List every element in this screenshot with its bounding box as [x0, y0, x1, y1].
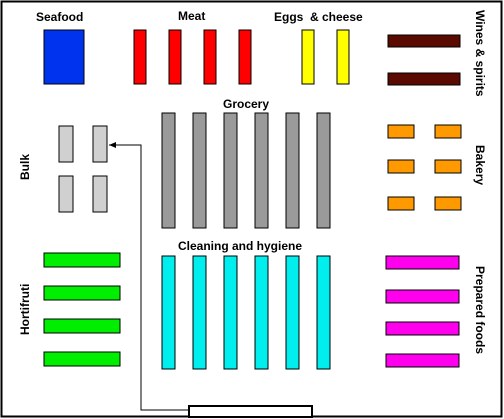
section-grocery: Grocery	[161, 97, 331, 229]
cleaning-shelf	[161, 255, 176, 370]
bulk-shelf	[58, 125, 74, 163]
grocery-shelf	[316, 112, 331, 229]
hortifruti-shelf	[43, 318, 121, 334]
section-prepared-foods: Prepared foods	[385, 255, 487, 368]
prepared-foods-shelf	[385, 255, 460, 270]
bakery-shelf	[387, 196, 415, 211]
wines-spirits-label: Wines & spirits	[473, 10, 487, 97]
hortifruti-label: Hortifruti	[18, 284, 32, 335]
section-seafood: Seafood	[36, 10, 85, 85]
cleaning-shelf	[254, 255, 269, 370]
bakery-shelf	[434, 159, 462, 174]
cleaning-shelf	[223, 255, 238, 370]
eggs-cheese-shelf	[301, 29, 315, 85]
section-bakery: Bakery	[387, 124, 487, 211]
section-meat: Meat	[133, 9, 252, 85]
bulk-shelf	[92, 175, 108, 213]
section-hortifruti: Hortifruti	[18, 252, 121, 367]
grocery-shelf	[254, 112, 269, 229]
section-eggs-cheese: Eggs & cheese	[274, 10, 363, 85]
seafood-shelf	[43, 29, 85, 85]
bulk-label: Bulk	[18, 154, 32, 180]
wines-spirits-shelf	[387, 34, 461, 48]
bakery-shelf	[387, 159, 415, 174]
bakery-shelf	[387, 124, 415, 139]
section-wines-spirits: Wines & spirits	[387, 10, 487, 97]
meat-shelf	[203, 29, 217, 85]
cleaning-shelf	[316, 255, 331, 370]
hortifruti-shelf	[43, 252, 121, 268]
wines-spirits-shelf	[387, 72, 461, 86]
grocery-shelf	[223, 112, 238, 229]
eggs-cheese-label: Eggs & cheese	[274, 10, 363, 24]
path-arrow	[109, 142, 189, 411]
cleaning-label: Cleaning and hygiene	[178, 239, 302, 253]
cleaning-shelf	[192, 255, 207, 370]
hortifruti-shelf	[43, 285, 121, 301]
prepared-foods-shelf	[385, 289, 460, 304]
meat-label: Meat	[178, 9, 205, 23]
bakery-shelf	[434, 196, 462, 211]
grocery-shelf	[285, 112, 300, 229]
meat-shelf	[168, 29, 182, 85]
hortifruti-shelf	[43, 351, 121, 367]
grocery-label: Grocery	[223, 97, 269, 111]
bakery-label: Bakery	[473, 145, 487, 185]
prepared-foods-label: Prepared foods	[473, 266, 487, 354]
prepared-foods-shelf	[385, 353, 460, 368]
bulk-shelf	[92, 125, 108, 163]
meat-shelf	[133, 29, 147, 85]
prepared-foods-shelf	[385, 321, 460, 336]
cleaning-shelf	[285, 255, 300, 370]
bakery-shelf	[434, 124, 462, 139]
meat-shelf	[238, 29, 252, 85]
section-cleaning: Cleaning and hygiene	[161, 239, 331, 370]
section-bulk: Bulk	[18, 125, 108, 213]
eggs-cheese-shelf	[336, 29, 350, 85]
grocery-shelf	[192, 112, 207, 229]
grocery-shelf	[161, 112, 176, 229]
bulk-shelf	[58, 175, 74, 213]
entrance-door	[188, 405, 313, 418]
seafood-label: Seafood	[36, 10, 83, 24]
